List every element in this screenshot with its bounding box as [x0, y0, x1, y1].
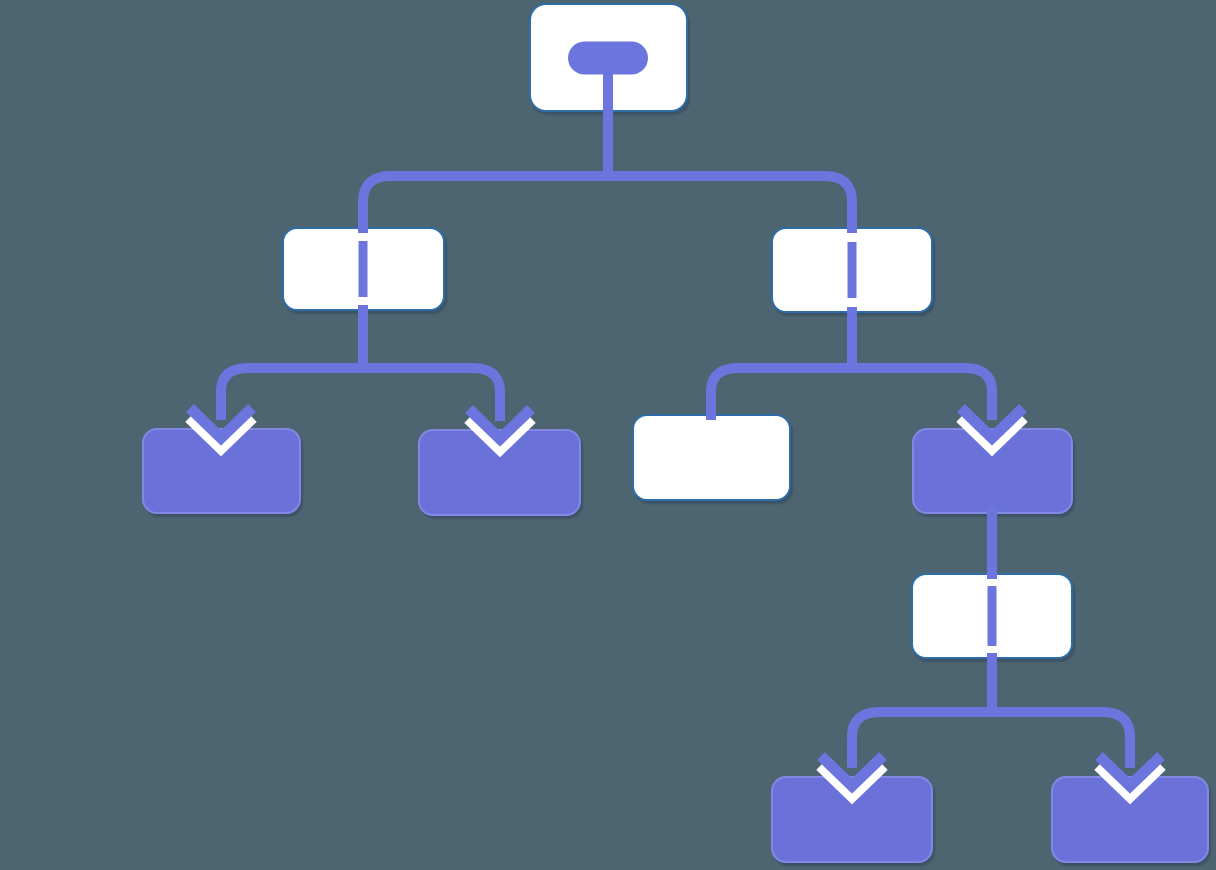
chevron-white-icon [464, 413, 536, 458]
connector-split-bottom-right [987, 707, 1135, 768]
connector-split-right-left [706, 363, 857, 420]
chevron-purple-icon [1095, 752, 1165, 794]
node-leaf-mid-left[interactable] [418, 429, 581, 516]
connector-split-top-left [358, 171, 613, 233]
arrowhead-split-left-right [464, 405, 536, 458]
node-leaf-bottom-right[interactable] [1051, 776, 1209, 863]
chevron-purple-icon [465, 405, 535, 447]
arrowhead-split-bottom-left [816, 752, 888, 805]
arrowhead-split-right-right [956, 404, 1028, 457]
decorations-layer [358, 41, 997, 646]
connector-split-left-right [358, 363, 505, 421]
connector-split-top-right [603, 171, 857, 233]
arrows-layer [185, 404, 1166, 805]
chevron-white-icon [956, 412, 1028, 457]
chevron-purple-icon [186, 404, 256, 446]
arrowhead-split-left-left [185, 404, 257, 457]
node-node-empty[interactable] [632, 414, 791, 501]
arrowhead-split-bottom-right [1094, 752, 1166, 805]
connector-split-right-right [847, 363, 997, 420]
node-leaf-far-left[interactable] [142, 428, 301, 514]
connector-split-left-left [216, 363, 368, 420]
start-pill-root-start [568, 41, 648, 75]
connector-split-bottom-left [847, 707, 997, 768]
chevron-white-icon [816, 760, 888, 805]
chevron-purple-icon [817, 752, 887, 794]
chevron-white-icon [185, 412, 257, 457]
nodes-layer [142, 3, 1209, 863]
node-leaf-bottom-left[interactable] [771, 776, 933, 863]
edges-layer [216, 53, 1135, 768]
chevron-purple-icon [957, 404, 1027, 446]
chevron-white-icon [1094, 760, 1166, 805]
